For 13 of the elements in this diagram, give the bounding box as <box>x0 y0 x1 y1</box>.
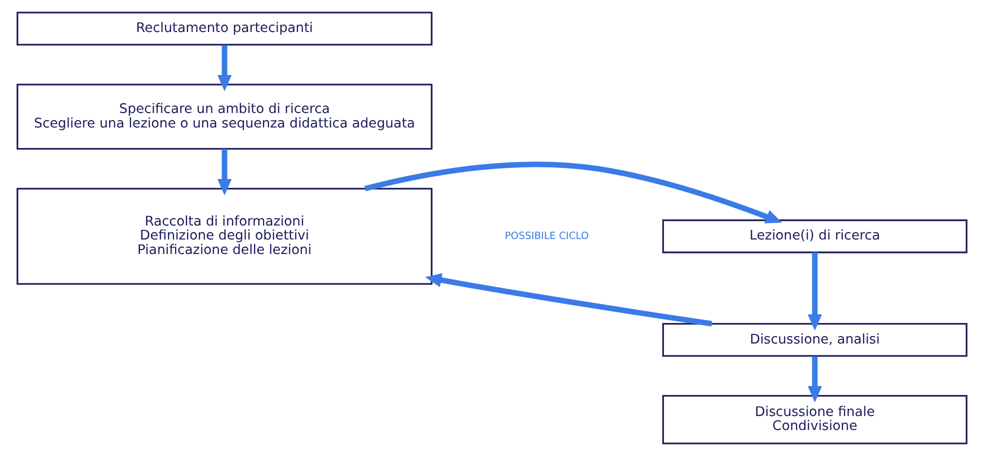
node-box: Reclutamento partecipanti <box>16 12 432 46</box>
node-box: Raccolta di informazioni Definizione degli obiettivi Pianificazione delle lezioni <box>16 188 432 285</box>
node-box: Discussione finale Condivisione <box>662 394 968 444</box>
arrow <box>217 45 232 92</box>
node-box: Specificare un ambito di ricerca Scegliere una lezione o una sequenza didattica adeguata <box>16 84 432 150</box>
node-box: Discussione, analisi <box>662 322 968 357</box>
arrow <box>808 252 822 331</box>
arrow <box>425 273 712 327</box>
arrow <box>364 162 782 224</box>
arrow <box>808 356 822 402</box>
arrow <box>217 148 232 196</box>
label: POSSIBILE CICLO <box>504 230 589 242</box>
node-box: Lezione(i) di ricerca <box>662 219 968 254</box>
